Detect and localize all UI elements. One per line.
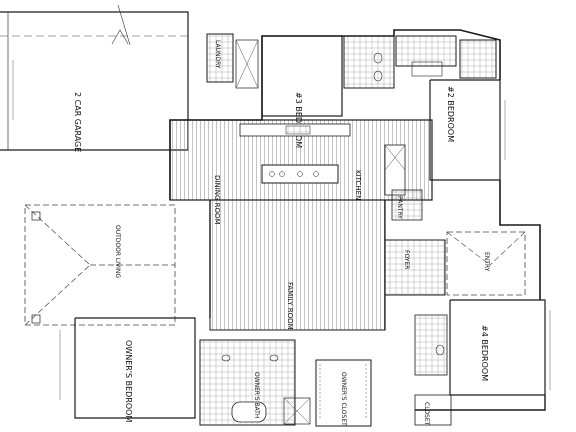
closet-label: CLOSET — [423, 402, 430, 426]
exterior-walls — [169, 29, 546, 411]
main-living-floor: DINING ROOM KITCHEN FAMILY ROOM — [169, 119, 433, 331]
dimension-lines — [12, 60, 551, 400]
dining-label: DINING ROOM — [213, 175, 221, 225]
owners-bath: OWNER'S BATH — [199, 339, 311, 426]
outdoor-living: OUTDOOR LIVING — [24, 204, 176, 326]
garage: 2 CAR GARAGE — [0, 4, 189, 152]
entry: ENTRY — [446, 231, 526, 296]
shared-bath — [343, 35, 457, 89]
bedroom-2-label: #2 BEDROOM — [446, 86, 455, 142]
foyer-label: FOYER — [403, 250, 410, 269]
foyer: FOYER — [384, 239, 446, 296]
laundry: LAUNDRY — [206, 33, 259, 89]
pantry-label: PANTRY — [396, 196, 403, 219]
bedroom-4: #4 BEDROOM CLOSET — [414, 299, 546, 426]
owners-bedroom: OWNER'S BEDROOM — [74, 317, 196, 422]
owners-bath-label: OWNER'S BATH — [253, 372, 260, 418]
bedroom-4-label: #4 BEDROOM — [480, 325, 489, 381]
owners-closet: OWNER'S CLOSET — [315, 359, 372, 427]
outdoor-living-label: OUTDOOR LIVING — [114, 225, 121, 278]
garage-label: 2 CAR GARAGE — [73, 92, 82, 152]
kitchen-label: KITCHEN — [354, 170, 362, 200]
laundry-label: LAUNDRY — [214, 40, 221, 69]
owners-bedroom-label: OWNER'S BEDROOM — [124, 340, 133, 422]
entry-label: ENTRY — [483, 252, 490, 272]
pantry: PANTRY — [391, 189, 423, 221]
family-label: FAMILY ROOM — [286, 282, 294, 330]
owners-closet-label: OWNER'S CLOSET — [340, 372, 347, 426]
